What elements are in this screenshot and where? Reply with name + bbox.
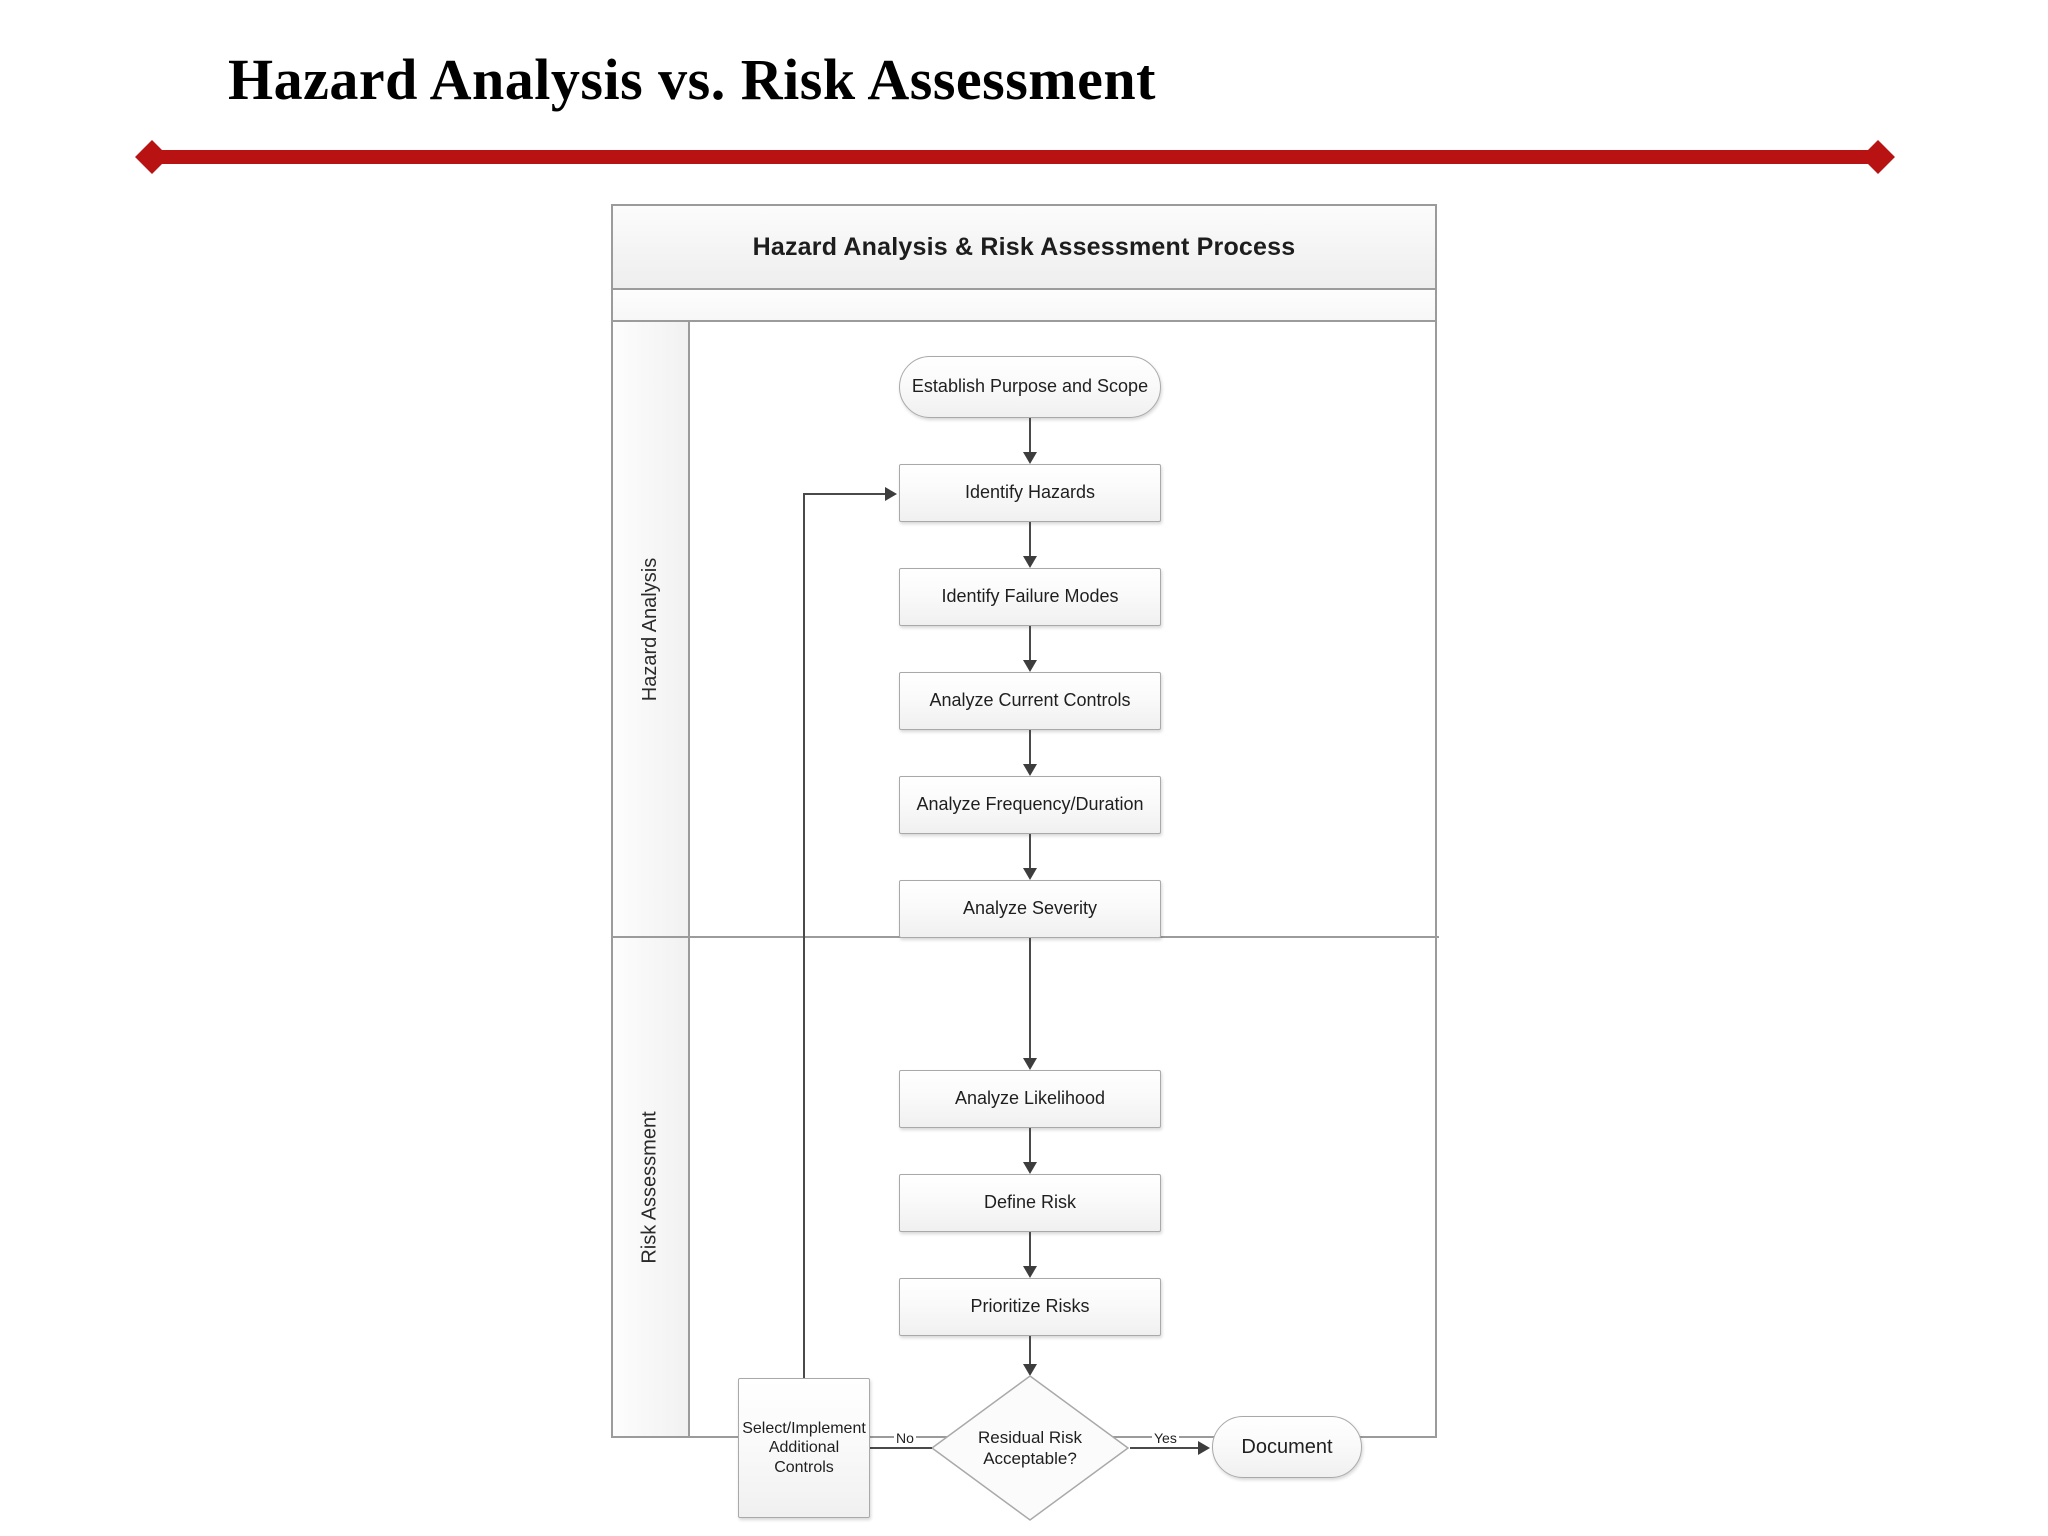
node-residual-risk-acceptable[interactable]: Residual Risk Acceptable? [930,1374,1130,1522]
node-select-implement-additional-controls[interactable]: Select/Implement Additional Controls [738,1378,870,1518]
connector-decision-yes [1130,1447,1200,1449]
arrowhead-to-analyze-current-controls [1023,660,1037,672]
arrowhead-to-residual-risk-decision [1023,1364,1037,1376]
connector-failure-modes-to-current-controls [1029,626,1031,664]
connector-likelihood-to-define-risk [1029,1128,1031,1166]
arrowhead-to-define-risk [1023,1162,1037,1174]
arrowhead-to-analyze-likelihood [1023,1058,1037,1070]
node-establish-purpose-and-scope[interactable]: Establish Purpose and Scope [899,356,1161,418]
node-analyze-current-controls[interactable]: Analyze Current Controls [899,672,1161,730]
flowchart-header: Hazard Analysis & Risk Assessment Proces… [613,206,1435,290]
arrowhead-feedback-to-identify-hazards [885,487,897,501]
connector-feedback-loop-horizontal [803,493,887,495]
connector-current-controls-to-frequency [1029,730,1031,768]
diamond-cap-right-icon [1861,140,1895,174]
node-define-risk[interactable]: Define Risk [899,1174,1161,1232]
node-identify-hazards[interactable]: Identify Hazards [899,464,1161,522]
arrowhead-to-identify-failure-modes [1023,556,1037,568]
swimlane-label-hazard-analysis: Hazard Analysis [613,322,688,936]
arrowhead-to-prioritize-risks [1023,1266,1037,1278]
swimlane-label-hazard-analysis-text: Hazard Analysis [639,557,661,701]
connector-establish-to-identify-hazards [1029,418,1031,456]
flowchart-frame: Hazard Analysis & Risk Assessment Proces… [611,204,1439,1521]
decision-diamond-icon [930,1375,1130,1521]
node-analyze-severity[interactable]: Analyze Severity [899,880,1161,938]
connector-decision-no [870,1447,932,1449]
divider-bar [162,150,1868,164]
title-divider-rule [135,140,1895,174]
arrowhead-to-document [1198,1441,1210,1455]
connector-define-risk-to-prioritize [1029,1232,1031,1270]
edge-label-yes: Yes [1152,1430,1179,1446]
node-analyze-likelihood[interactable]: Analyze Likelihood [899,1070,1161,1128]
arrowhead-to-analyze-frequency-duration [1023,764,1037,776]
edge-label-no: No [894,1430,916,1446]
connector-prioritize-to-decision [1029,1336,1031,1368]
swimlane-label-column: Hazard Analysis Risk Assessment [613,322,690,1436]
node-identify-failure-modes[interactable]: Identify Failure Modes [899,568,1161,626]
swimlane-label-risk-assessment: Risk Assessment [613,938,688,1436]
connector-frequency-to-severity [1029,834,1031,872]
connector-feedback-loop-vertical [803,494,805,1378]
node-analyze-frequency-duration[interactable]: Analyze Frequency/Duration [899,776,1161,834]
flowchart-canvas: Establish Purpose and Scope Identify Haz… [690,322,1437,1521]
swimlane-label-risk-assessment-text: Risk Assessment [639,1110,662,1264]
connector-identify-hazards-to-failure-modes [1029,522,1031,560]
page-title: Hazard Analysis vs. Risk Assessment [228,47,1156,112]
connector-severity-to-likelihood [1029,938,1031,1062]
flowchart-title: Hazard Analysis & Risk Assessment Proces… [752,232,1296,261]
node-prioritize-risks[interactable]: Prioritize Risks [899,1278,1161,1336]
flowchart-header-spacer [613,290,1435,322]
arrowhead-to-analyze-severity [1023,868,1037,880]
arrowhead-to-identify-hazards [1023,452,1037,464]
node-document[interactable]: Document [1212,1416,1362,1478]
